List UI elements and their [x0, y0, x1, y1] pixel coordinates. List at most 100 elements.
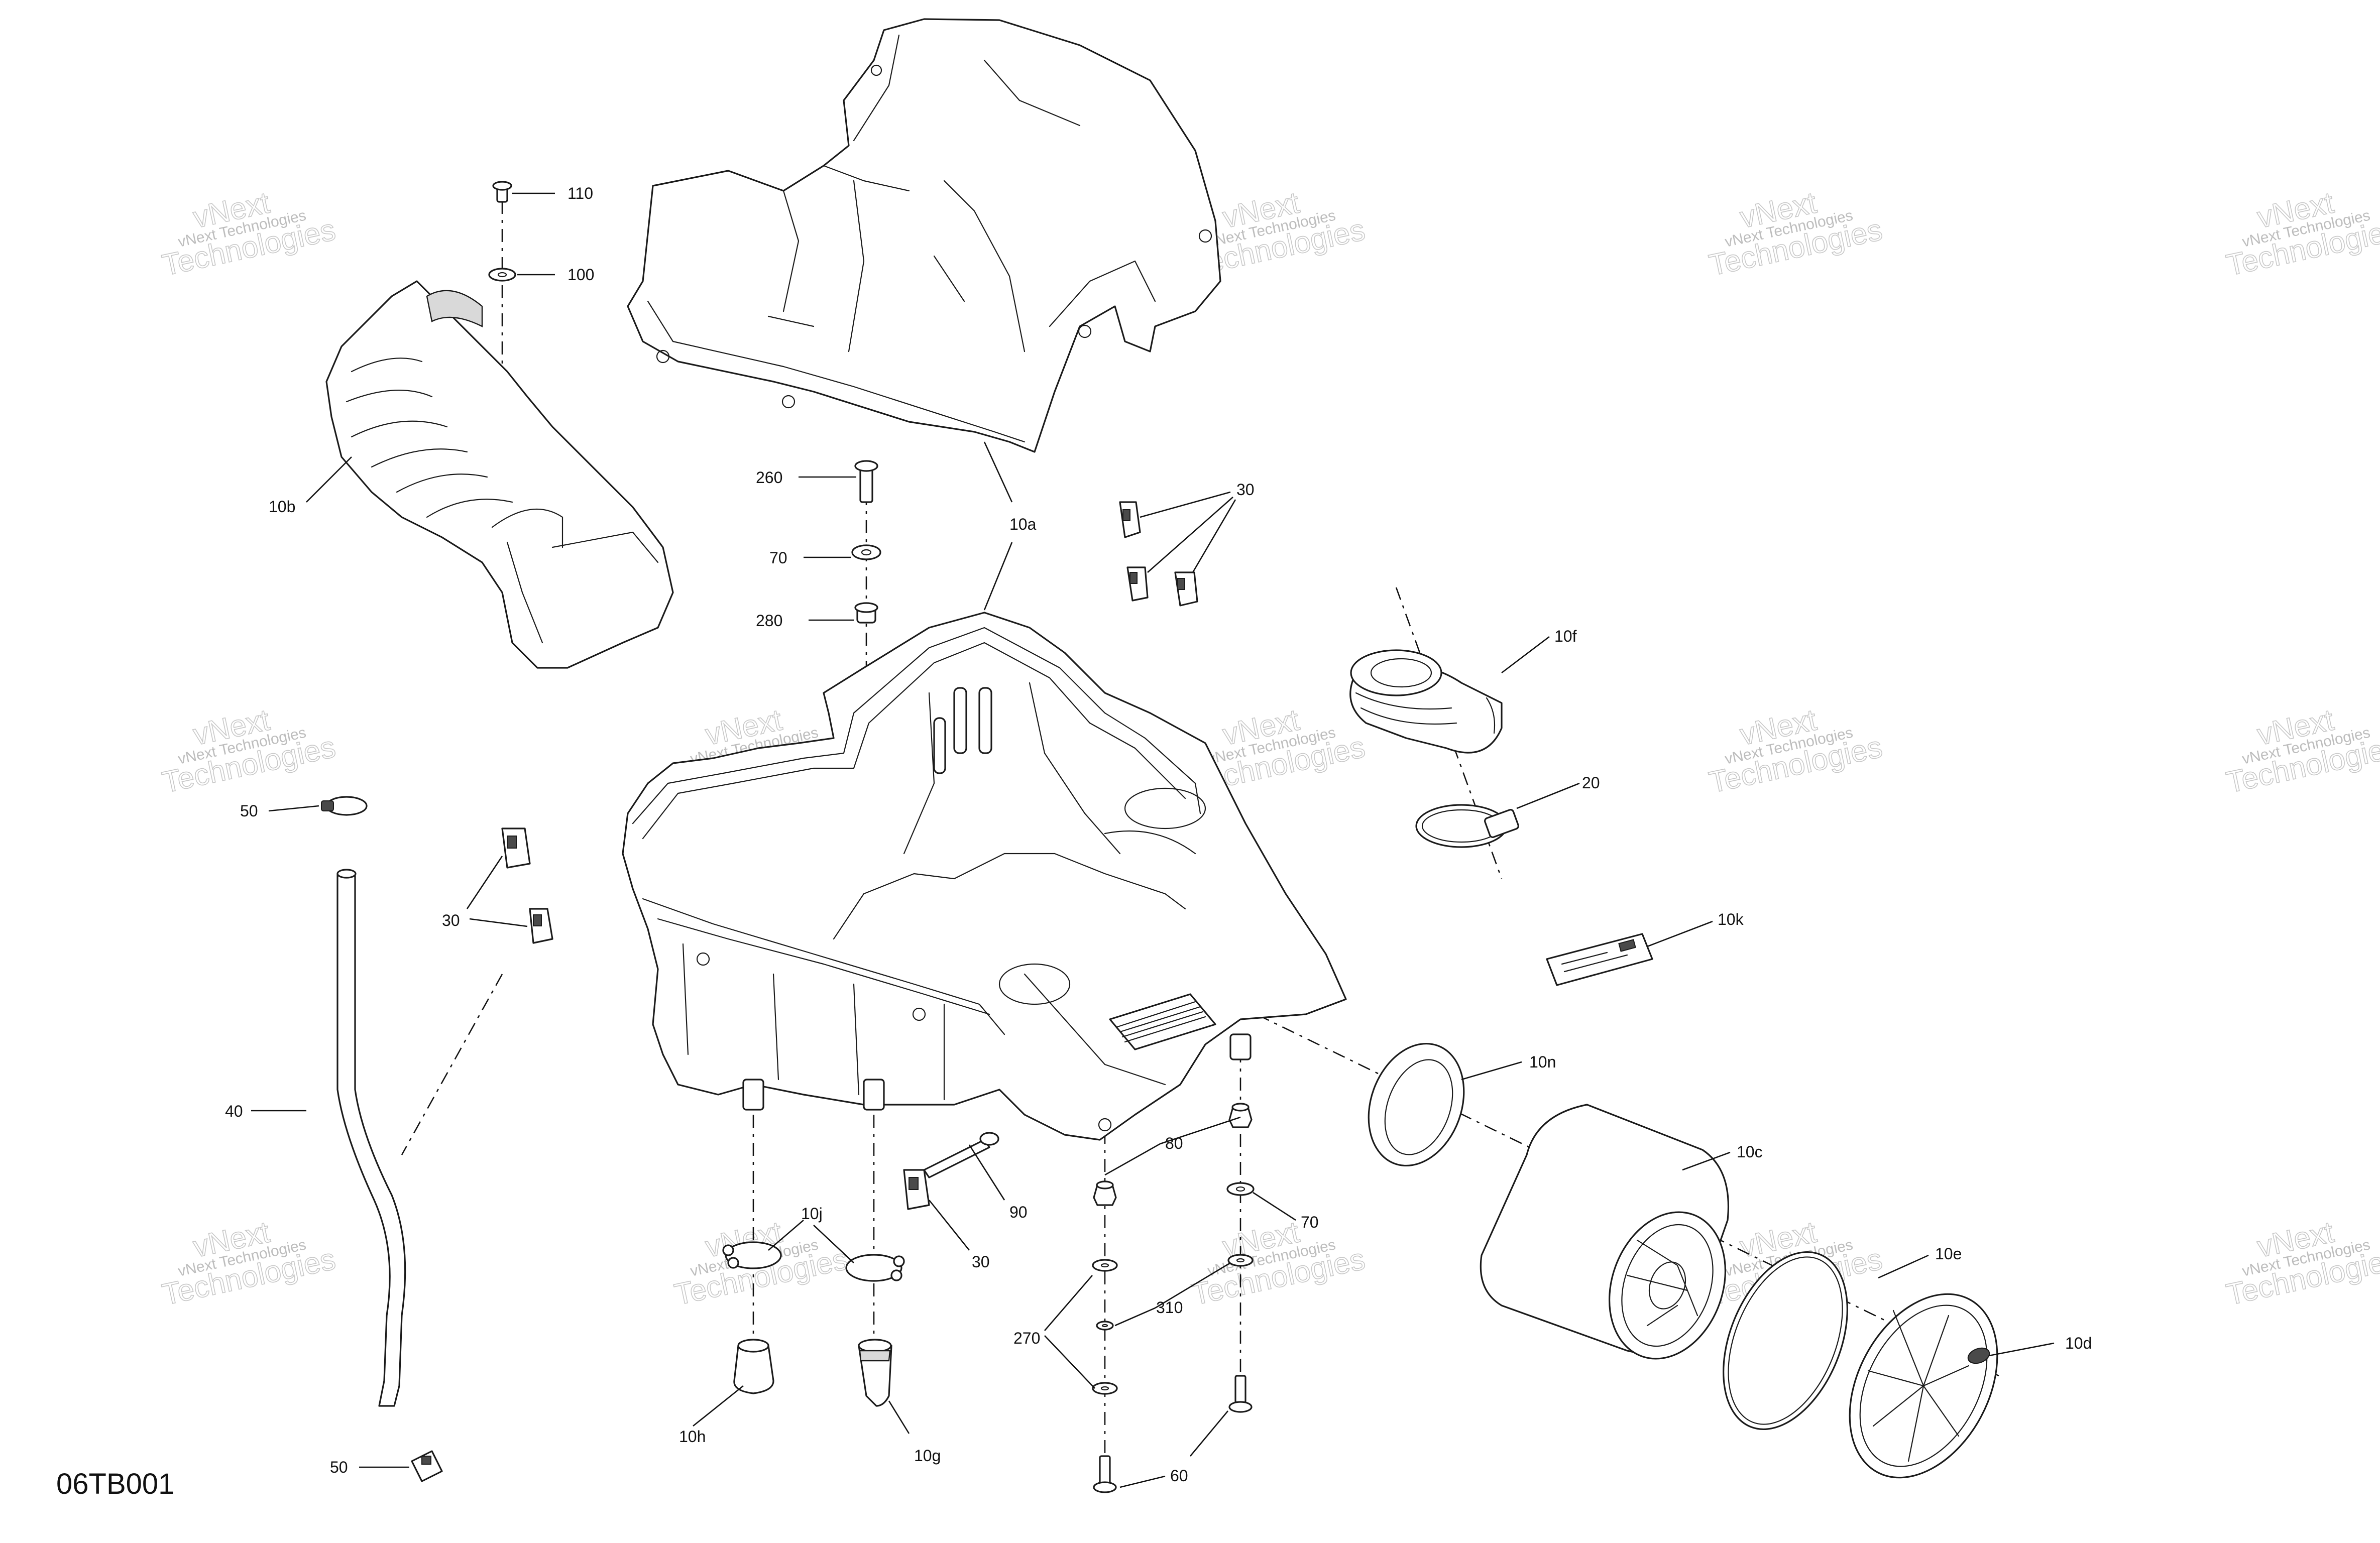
- callout-40: 40: [225, 1102, 243, 1120]
- bolt-60: [1093, 1455, 1117, 1493]
- watermark-tile: vNext Technologies vNext Technologies: [159, 185, 338, 283]
- foot-boss: [1229, 1033, 1252, 1060]
- standpipe: [933, 717, 946, 774]
- bolt-60: [1228, 1375, 1253, 1413]
- clip-30: [1174, 571, 1198, 607]
- callout-30-top: 30: [1236, 481, 1255, 499]
- callout-labels: 110 100 10b 260 70 280 10a 30 10f 20 10k…: [225, 184, 2092, 1485]
- watermark-tile: vNext Technologies vNext Technologies: [2223, 702, 2380, 800]
- leader-30c: [1192, 499, 1236, 573]
- intake-duct-10b: [325, 280, 674, 669]
- spring-clamp-10j: [722, 1241, 782, 1269]
- callout-70-top: 70: [769, 549, 787, 567]
- clip-30: [529, 908, 553, 944]
- callout-70-bottom: 70: [1301, 1213, 1319, 1231]
- callout-10b: 10b: [269, 498, 295, 516]
- airbox-cover-10a: [627, 18, 1221, 453]
- washer-270: [1227, 1254, 1254, 1267]
- watermark-tile: vNext Technologies vNext Technologies: [1706, 185, 1885, 283]
- leader-30a: [1140, 491, 1231, 518]
- watermark-tile: vNext Technologies vNext Technologies: [1706, 702, 1885, 800]
- foot-boss: [742, 1079, 764, 1111]
- callout-50-bottom: 50: [330, 1458, 348, 1476]
- watermarks: vNext Technologies vNext Technologies vN…: [159, 185, 2380, 1312]
- callout-260: 260: [756, 468, 782, 487]
- leader-50a: [268, 805, 319, 812]
- callout-10g: 10g: [914, 1447, 941, 1465]
- hose-clamp-50: [411, 1450, 443, 1482]
- leader-30e: [469, 918, 528, 927]
- leader-310: [1114, 1307, 1156, 1327]
- callout-10c: 10c: [1737, 1143, 1763, 1161]
- watermark-tile: vNext Technologies vNext Technologies: [2223, 1215, 2380, 1312]
- callout-270: 270: [1013, 1329, 1040, 1347]
- leader-10j-b: [813, 1225, 854, 1263]
- leader-10a-cover: [983, 441, 1013, 503]
- watermark-tile: vNext Technologies vNext Technologies: [2223, 185, 2380, 283]
- callout-10h: 10h: [679, 1428, 706, 1446]
- leader-30f: [928, 1200, 970, 1251]
- callout-30-bottom: 30: [972, 1253, 990, 1271]
- ribbed-pad: [1109, 993, 1216, 1050]
- callout-100: 100: [568, 266, 594, 284]
- leader-80a: [1104, 1143, 1161, 1176]
- watermark-tile: vNext Technologies vNext Technologies: [159, 1215, 338, 1312]
- leader-10j-a: [768, 1220, 804, 1251]
- watermark-tile: vNext Technologies vNext Technologies: [159, 702, 338, 800]
- bolt-260: [854, 460, 878, 503]
- clip-30: [501, 827, 531, 869]
- callout-310: 310: [1156, 1298, 1183, 1317]
- callout-30-left: 30: [442, 911, 460, 929]
- washer-270: [1092, 1259, 1118, 1272]
- watermark-tile: vNext Technologies vNext Technologies: [1188, 1215, 1368, 1312]
- leader-60b: [1190, 1410, 1228, 1457]
- leader-270a: [1044, 1275, 1093, 1331]
- hose-clamp-20: [1415, 804, 1519, 848]
- callout-10d: 10d: [2065, 1334, 2092, 1352]
- leader-270b: [1044, 1335, 1095, 1389]
- callout-10f: 10f: [1554, 627, 1577, 645]
- o-ring-10e: [1723, 1251, 1848, 1431]
- hose-clamp-50: [321, 796, 368, 816]
- screw-110: [492, 181, 512, 203]
- callout-90: 90: [1009, 1203, 1028, 1221]
- outlet-boot-10f: [1349, 649, 1503, 754]
- callout-10a: 10a: [1009, 515, 1037, 533]
- washer-70: [851, 544, 881, 560]
- drain-hose-40: [336, 869, 406, 1407]
- leader-10d: [1988, 1342, 2055, 1357]
- washer-100: [488, 268, 516, 282]
- leader-lines: [251, 192, 2055, 1488]
- foot-boss: [863, 1079, 885, 1111]
- callout-280: 280: [756, 612, 782, 630]
- nut-80: [1228, 1103, 1253, 1128]
- figure-code: 06TB001: [56, 1468, 174, 1500]
- callout-10j: 10j: [801, 1205, 823, 1223]
- grommet-280: [854, 602, 878, 624]
- clip-30: [1119, 501, 1141, 538]
- drain-valve-10h: [733, 1339, 774, 1394]
- leader-10e: [1878, 1254, 1929, 1279]
- callout-80: 80: [1165, 1134, 1183, 1152]
- callout-20: 20: [1582, 774, 1600, 792]
- leader-70b: [1253, 1192, 1296, 1221]
- leader-10f: [1501, 636, 1550, 674]
- clip-30: [903, 1169, 930, 1210]
- callout-50-top: 50: [240, 802, 258, 820]
- leader-10h: [693, 1385, 744, 1427]
- label-10k: [1546, 933, 1653, 986]
- callout-10k: 10k: [1718, 910, 1744, 928]
- end-cap-10d: [1849, 1293, 1998, 1479]
- drain-valve-10g: [858, 1339, 892, 1407]
- filter-element-10c: [1480, 1104, 1730, 1360]
- leader-80b: [1160, 1116, 1241, 1145]
- seal-10n: [1368, 1042, 1465, 1167]
- callout-10e: 10e: [1935, 1245, 1962, 1263]
- leader-10b: [306, 456, 352, 503]
- standpipe: [978, 687, 992, 754]
- airbox-base-10a: [622, 612, 1347, 1141]
- nut-80: [1093, 1180, 1117, 1206]
- standpipe: [953, 687, 967, 754]
- axis-support: [401, 974, 503, 1155]
